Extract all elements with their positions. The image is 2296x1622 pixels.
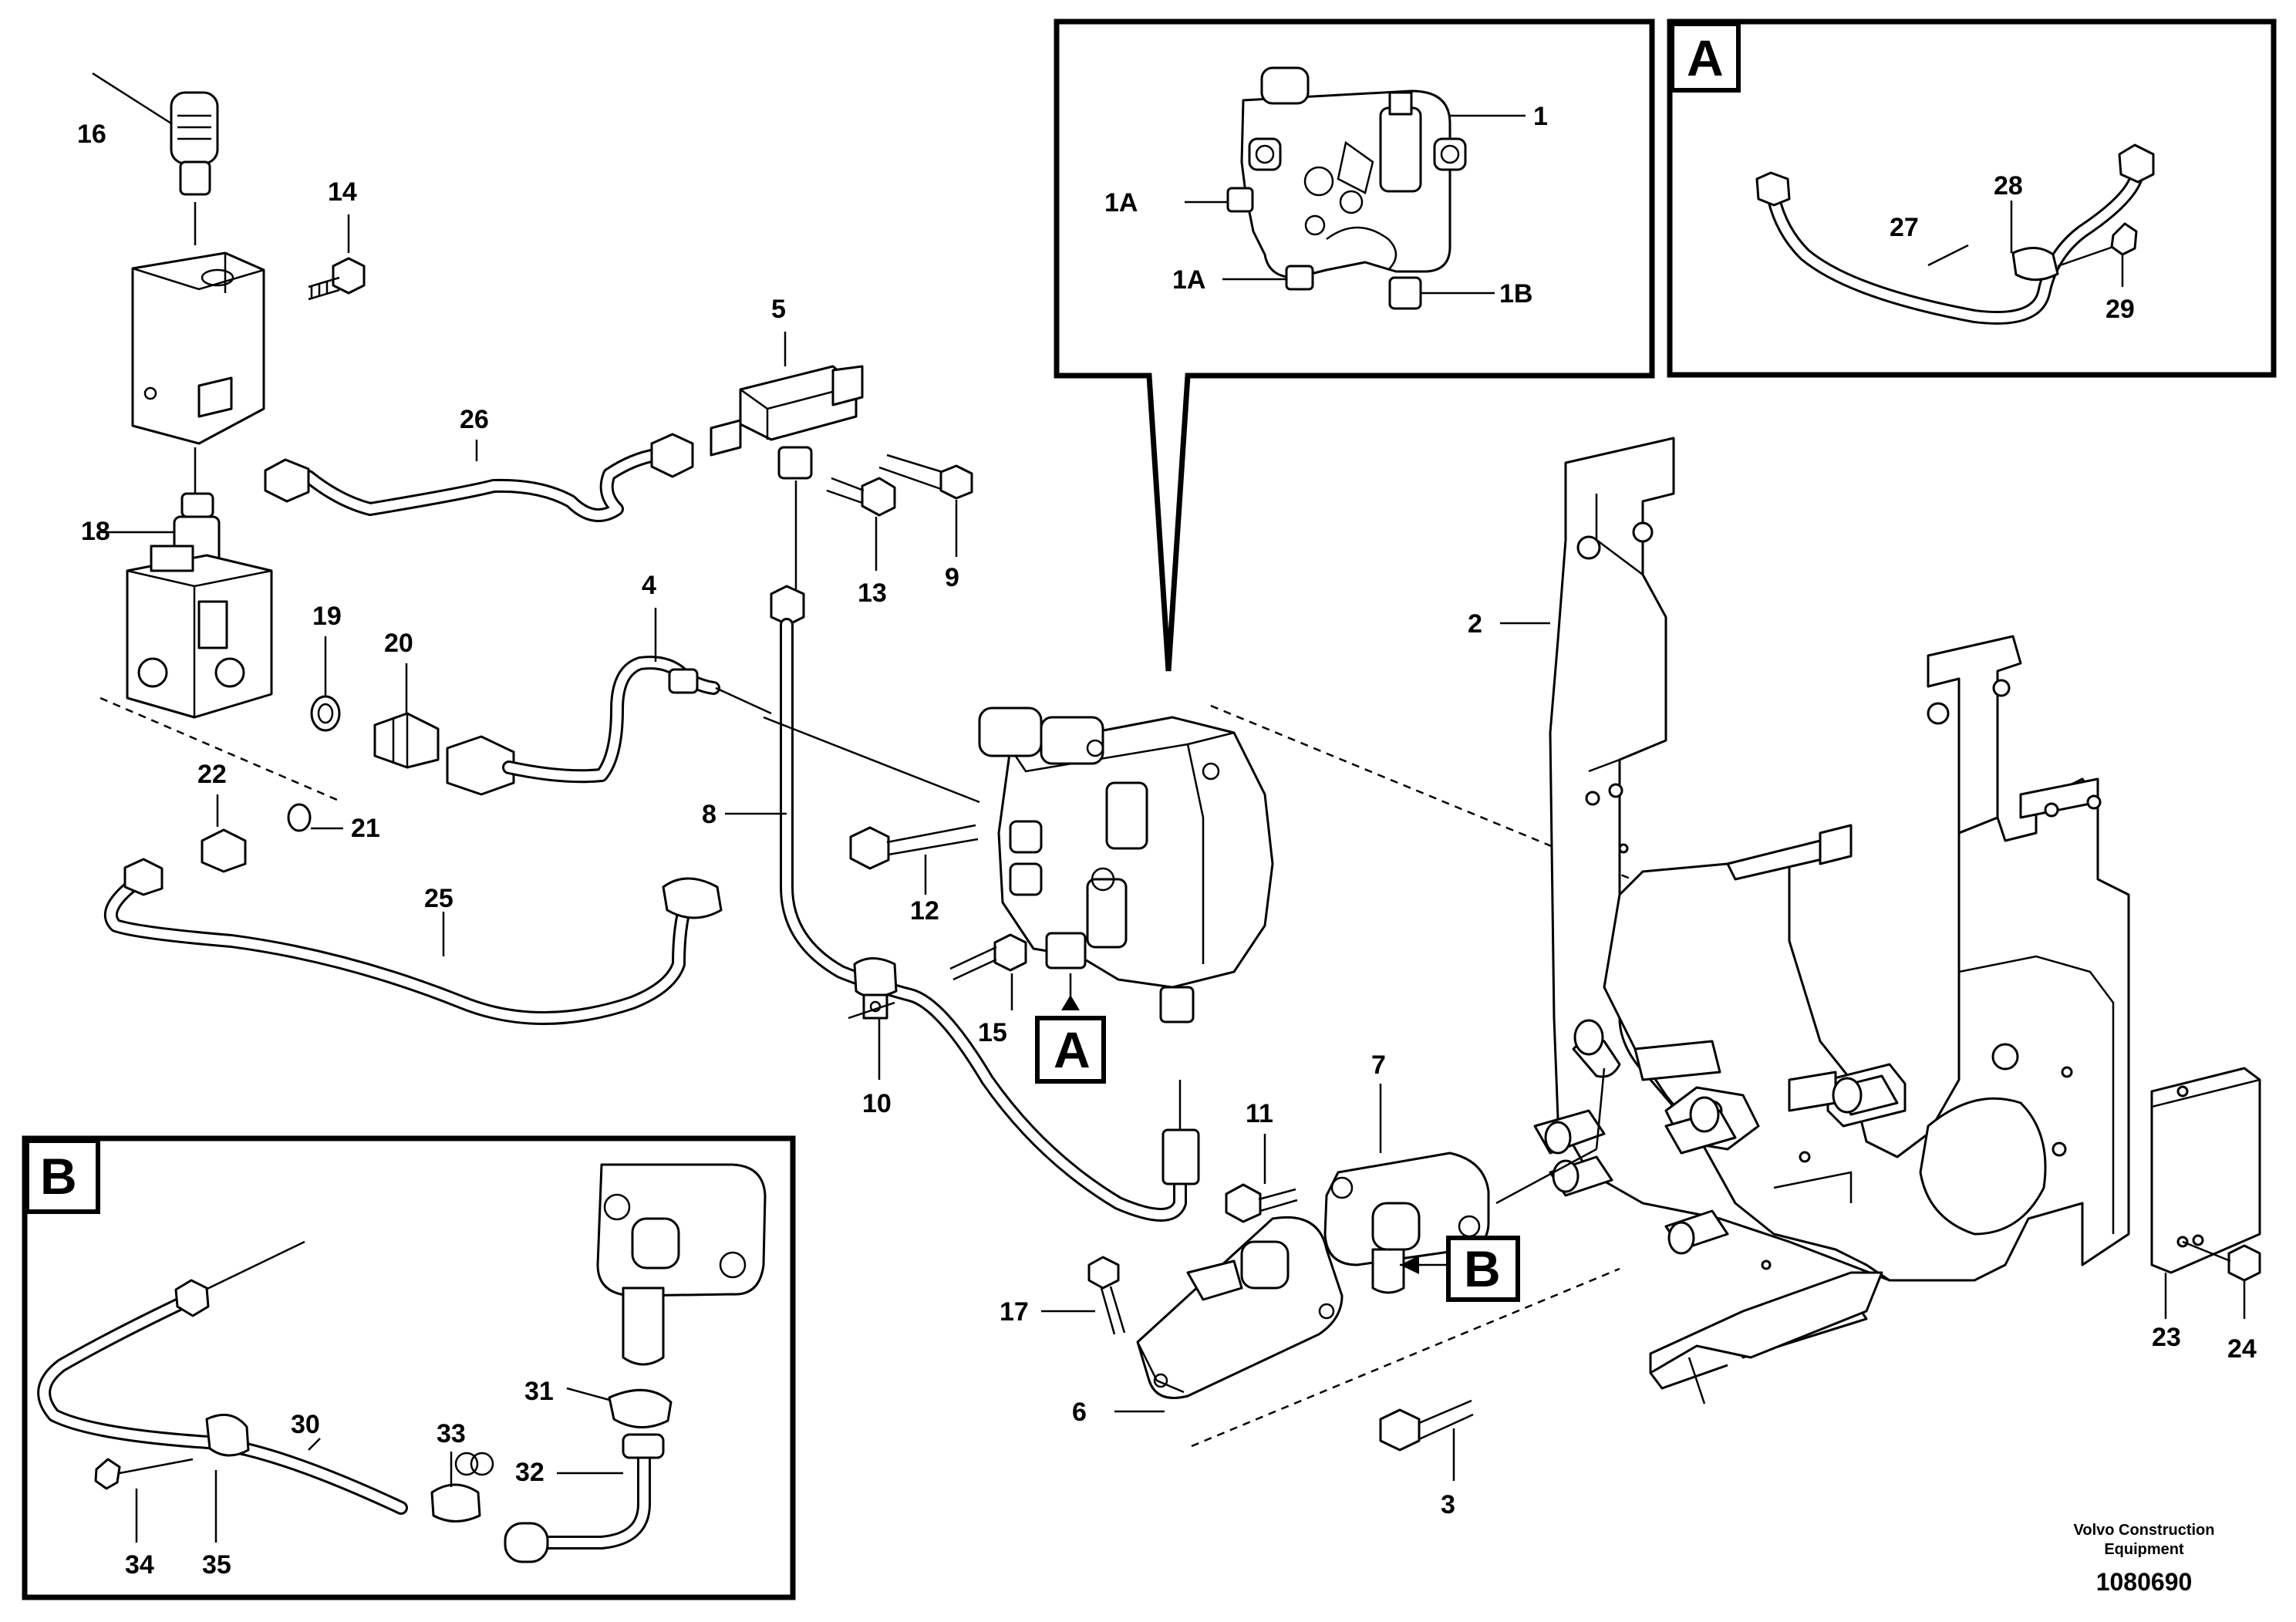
pipe-8-group: 8 10: [702, 481, 1200, 1222]
callout-9: 9: [945, 563, 959, 592]
callout-4: 4: [642, 571, 656, 600]
screw-3: 3: [1379, 1399, 1474, 1519]
callout-5: 5: [771, 295, 786, 324]
footer-company-line2: Equipment: [2104, 1541, 2184, 1558]
ref-a-label: A: [1054, 1021, 1091, 1078]
callout-17: 17: [1000, 1297, 1029, 1327]
callout-24: 24: [2227, 1334, 2257, 1364]
bracket-23-group: 23 24: [2150, 1067, 2261, 1364]
callout-21: 21: [351, 814, 380, 843]
callout-3: 3: [1441, 1490, 1455, 1519]
callout-8: 8: [702, 800, 716, 829]
callout-2: 2: [1468, 609, 1482, 639]
callout-27: 27: [1890, 213, 1919, 242]
lower-pipe-group: 22 21 25: [103, 760, 723, 1025]
screws-12-15: 12 15: [849, 824, 1027, 1047]
sensor-7: 7 B: [1323, 1050, 1606, 1302]
callout-18: 18: [81, 517, 110, 546]
footer-company-line1: Volvo Construction: [2074, 1522, 2215, 1539]
callout-23: 23: [2152, 1323, 2181, 1352]
detail-b-inset: B 34 35 30 31 32 33: [22, 1135, 796, 1600]
sensor-stack: 16 18: [77, 72, 273, 719]
callout-22: 22: [197, 760, 227, 789]
detail-b-box-label: B: [40, 1148, 77, 1205]
callout-1a-upper: 1A: [1104, 188, 1138, 218]
screw-14: 14: [308, 177, 366, 301]
detail-a-box-label: A: [1687, 29, 1724, 86]
detail-a-frame: [1667, 19, 2277, 378]
callout-6: 6: [1072, 1398, 1087, 1427]
main-valve-block: A: [763, 706, 1274, 1084]
callout-1a-lower: 1A: [1172, 265, 1205, 295]
callout-29: 29: [2106, 295, 2135, 324]
callout-31: 31: [524, 1377, 554, 1406]
callout-30: 30: [291, 1410, 320, 1439]
drawing-footer: Volvo Construction Equipment 1080690: [2074, 1522, 2215, 1596]
screw-11: 11: [1225, 1099, 1298, 1223]
callout-1b: 1B: [1499, 279, 1532, 309]
callout-7: 7: [1371, 1050, 1386, 1080]
callout-26: 26: [460, 405, 489, 434]
fitting-group: 19 20 4: [310, 571, 772, 796]
detail-b-frame: [22, 1135, 796, 1600]
callout-10: 10: [862, 1089, 892, 1118]
callout-32: 32: [515, 1458, 544, 1487]
callout-11: 11: [1246, 1099, 1273, 1128]
module-6: 17 6: [1000, 1216, 1344, 1427]
callout-34: 34: [125, 1550, 154, 1580]
callout-15: 15: [978, 1018, 1007, 1047]
callout-13: 13: [858, 578, 887, 608]
callout-25: 25: [424, 884, 453, 913]
callout-16: 16: [77, 120, 106, 149]
footer-drawing-number: 1080690: [2096, 1568, 2193, 1596]
valve-block-detail: [1226, 66, 1467, 310]
callout-1: 1: [1533, 102, 1548, 131]
callout-14: 14: [328, 177, 357, 207]
callout-12: 12: [910, 896, 939, 926]
valve-detail-inset: 1 1A 1A 1B: [1054, 19, 1655, 672]
callout-35: 35: [202, 1550, 231, 1580]
callout-33: 33: [437, 1419, 466, 1448]
callout-19: 19: [312, 602, 342, 631]
callout-20: 20: [384, 629, 413, 658]
ref-b-label: B: [1464, 1240, 1501, 1297]
detail-a-inset: A 27 28 29: [1667, 19, 2277, 378]
main-frame: [1533, 635, 2130, 1404]
valve-detail-frame: [1054, 19, 1655, 672]
screws-9-13: 9 13: [826, 454, 973, 608]
callout-28: 28: [1994, 171, 2023, 201]
valve-5-group: 5 26: [264, 295, 864, 522]
